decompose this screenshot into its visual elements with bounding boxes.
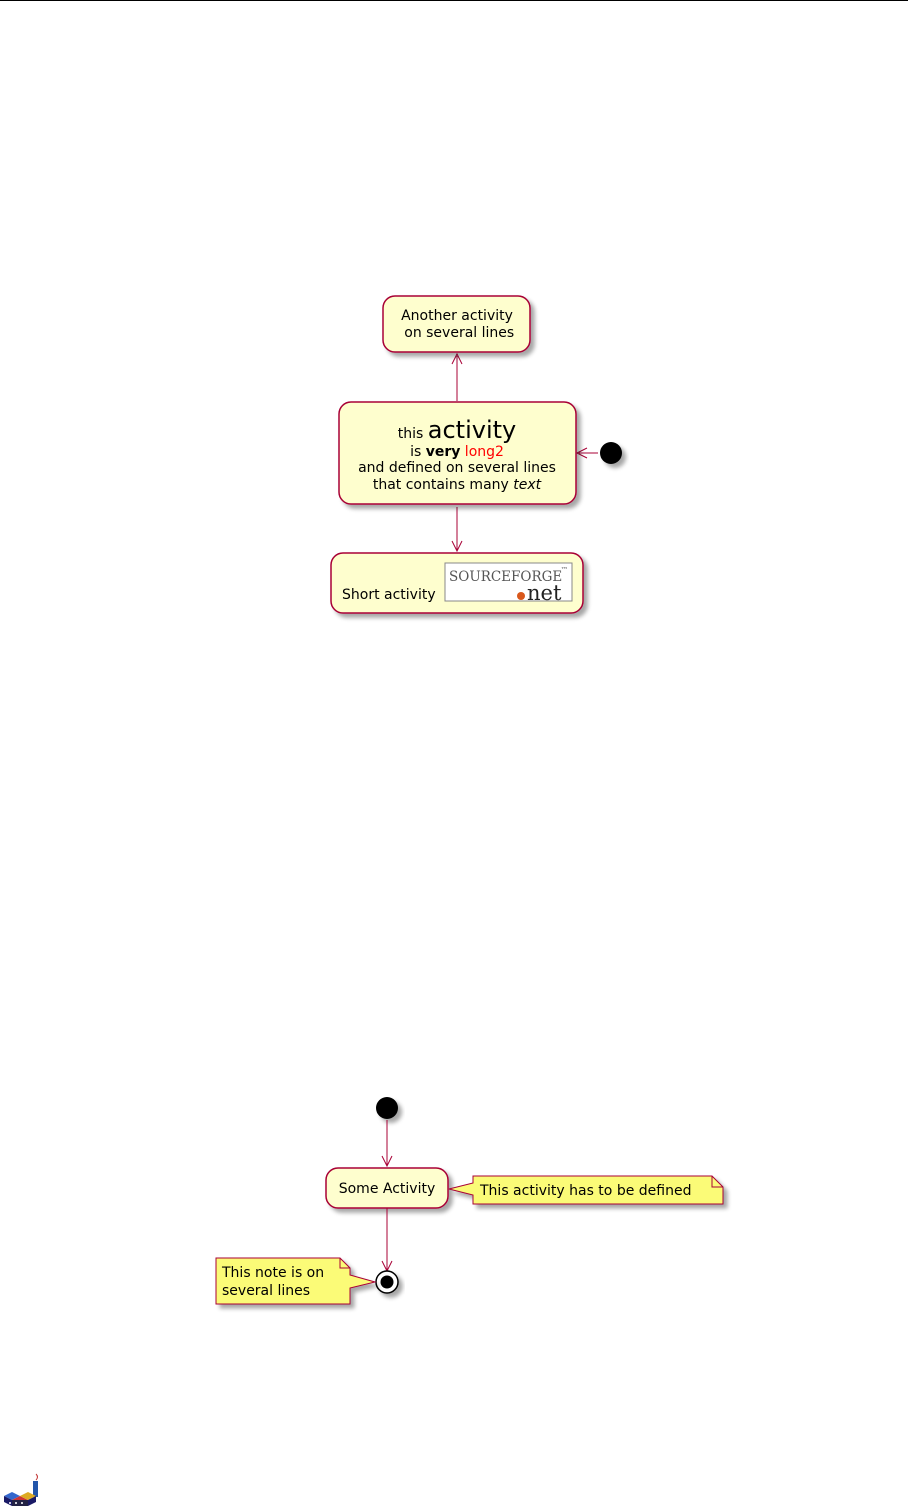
activity-some: Some Activity — [325, 1167, 449, 1209]
arrow-long-to-short — [451, 507, 463, 553]
activity-long-line-3: and defined on several lines — [358, 460, 556, 476]
arrow-start-to-long — [575, 447, 598, 459]
diagram-2: Some Activity This activity has to be de… — [215, 1097, 724, 1305]
activity-some-label: Some Activity — [339, 1181, 436, 1197]
sourceforge-logo-top: SOURCEFORGE — [449, 569, 562, 585]
footer-logo-icon — [4, 1473, 38, 1506]
activity-another: Another activity on several lines — [382, 295, 531, 353]
activity-another-line-2: on several lines — [400, 325, 514, 341]
arrow-long-to-another — [451, 352, 463, 401]
note-right: This activity has to be defined — [448, 1175, 724, 1205]
note-left: This note is on several lines — [215, 1257, 377, 1305]
activity-long: this activity is very long2 and defined … — [338, 401, 577, 505]
page-top-rule — [0, 0, 908, 1]
activity-short: Short activity SOURCEFORGE ™ net — [330, 552, 584, 614]
arrow-some-activity-to-end — [381, 1208, 393, 1273]
sourceforge-logo-net: net — [527, 581, 562, 605]
end-node — [375, 1270, 399, 1294]
activity-short-label: Short activity — [342, 587, 436, 603]
sourceforge-logo: SOURCEFORGE ™ net — [444, 562, 573, 605]
sourceforge-logo-dot — [517, 592, 525, 600]
note-left-line-2: several lines — [222, 1283, 310, 1299]
sourceforge-logo-tm: ™ — [561, 566, 568, 574]
activity-long-line-4: that contains many text — [373, 477, 542, 493]
diagram-1: Another activity on several lines this a… — [330, 295, 622, 614]
note-right-text: This activity has to be defined — [479, 1183, 691, 1199]
activity-another-line-1: Another activity — [401, 308, 513, 324]
start-node — [600, 442, 622, 464]
activity-long-line-1: this activity — [398, 416, 516, 444]
note-left-line-1: This note is on — [221, 1265, 324, 1281]
activity-long-line-2: is very long2 — [410, 444, 504, 460]
arrow-start-to-some-activity — [381, 1120, 393, 1168]
start-node-2 — [376, 1097, 398, 1119]
